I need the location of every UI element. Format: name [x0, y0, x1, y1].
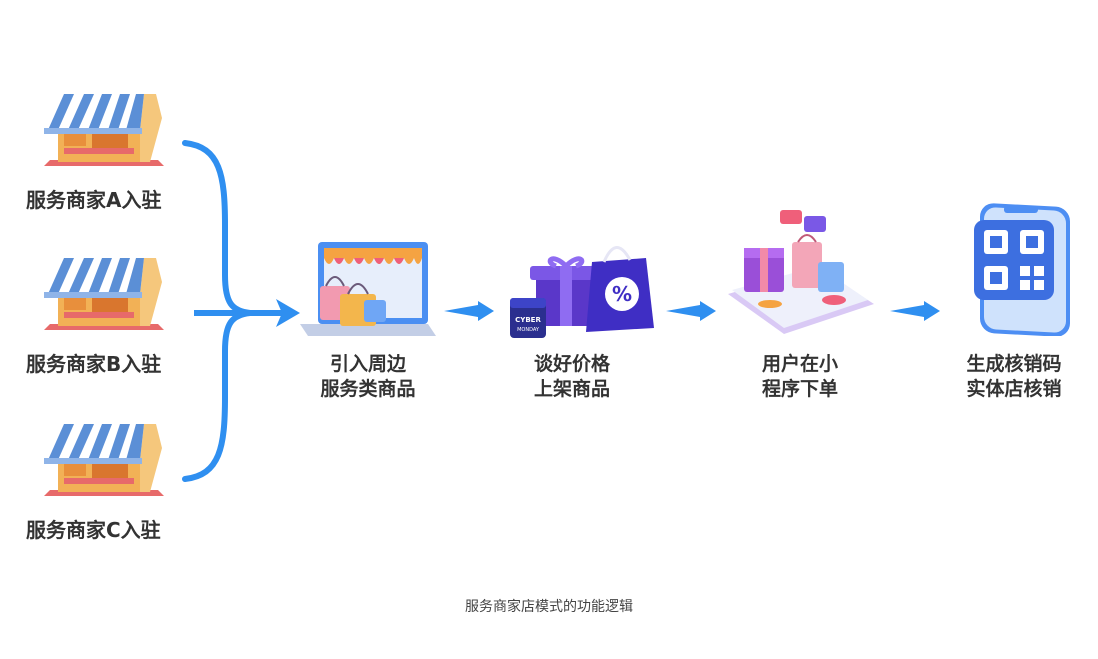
laptop-shopping-icon	[300, 242, 436, 336]
arrow-right-icon	[666, 301, 716, 321]
merchant-b-label: 服务商家B入驻	[26, 352, 162, 376]
step-2-line2: 上架商品	[533, 378, 610, 400]
shop-icon	[44, 94, 164, 166]
phone-shopping-icon	[728, 210, 874, 334]
step-1-line2: 服务类商品	[320, 378, 416, 400]
step-4-line2: 实体店核销	[966, 378, 1062, 400]
arrow-right-icon	[444, 301, 494, 321]
step-4-line1: 生成核销码	[966, 353, 1062, 375]
gift-sale-icon: CYBER MONDAY %	[510, 246, 654, 338]
arrow-right-icon	[890, 301, 940, 321]
merchant-a-label: 服务商家A入驻	[26, 188, 162, 212]
step-2-line1: 谈好价格	[533, 353, 610, 375]
merge-brace-arrow	[182, 140, 300, 482]
step-4-label: 生成核销码 实体店核销	[934, 352, 1094, 402]
step-1-label: 引入周边 服务类商品	[288, 352, 448, 402]
step-3-line1: 用户在小	[761, 353, 838, 375]
step-3-line2: 程序下单	[761, 378, 838, 400]
step-1-line1: 引入周边	[329, 353, 406, 375]
step-3-label: 用户在小 程序下单	[720, 352, 880, 402]
step-2-label: 谈好价格 上架商品	[492, 352, 652, 402]
shop-icon	[44, 258, 164, 330]
sale-percent-text: %	[612, 282, 632, 306]
calendar-text-1: CYBER	[515, 316, 541, 324]
caption: 服务商家店模式的功能逻辑	[465, 599, 633, 615]
shop-icon	[44, 424, 164, 496]
merchant-c-label: 服务商家C入驻	[26, 518, 161, 542]
qr-phone-icon	[974, 203, 1070, 336]
calendar-text-2: MONDAY	[517, 327, 540, 333]
